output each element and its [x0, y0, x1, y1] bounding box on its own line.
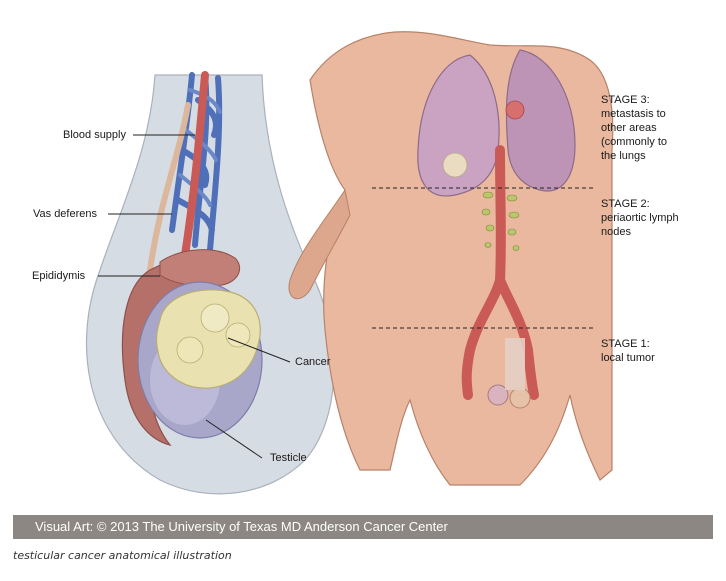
stage2-line-2: nodes — [601, 226, 631, 238]
stage1-line-1: local tumor — [601, 352, 655, 364]
torso-illustration — [288, 31, 614, 486]
image-caption: testicular cancer anatomical illustratio… — [13, 549, 232, 562]
aorta — [461, 145, 539, 400]
stage3-line-2: other areas — [601, 122, 657, 134]
stage2-title: STAGE 2: — [601, 198, 650, 210]
lung-right — [417, 54, 500, 197]
stage3-block: STAGE 3: metastasis to other areas (comm… — [601, 93, 667, 163]
label-cancer: Cancer — [295, 356, 331, 368]
stage3-line-1: metastasis to — [601, 108, 666, 120]
stage3-line-3: (commonly to — [601, 136, 668, 148]
leader-lines-left — [98, 134, 291, 459]
vas-deferens — [147, 102, 191, 273]
tumor-lobe-2 — [225, 322, 251, 348]
tumor-lobe — [200, 303, 230, 333]
leader-testicle — [205, 419, 263, 459]
stage1-title: STAGE 1: — [601, 338, 650, 350]
label-epididymis: Epididymis — [32, 270, 86, 282]
leader-cancer — [227, 337, 291, 363]
testicle-right-view — [487, 384, 509, 406]
left-arm — [288, 188, 351, 300]
credit-bar: Visual Art: © 2013 The University of Tex… — [13, 515, 713, 539]
label-vas-deferens: Vas deferens — [33, 208, 98, 220]
artery — [181, 71, 209, 259]
stage3-line-4: the lungs — [601, 150, 646, 162]
lung-nodule-2 — [505, 100, 525, 120]
epididymis-head — [159, 249, 240, 287]
tumor-lobe-3 — [176, 336, 204, 364]
scrotum-illustration — [85, 71, 335, 495]
anatomical-illustration — [85, 31, 614, 495]
stage1-block: STAGE 1: local tumor — [601, 337, 655, 365]
stage3-title: STAGE 3: — [601, 94, 650, 106]
label-blood-supply: Blood supply — [63, 129, 126, 141]
tumor — [155, 289, 261, 389]
testicle-left-view — [509, 387, 531, 409]
lymph-nodes — [481, 191, 520, 251]
stage2-line-1: periaortic lymph — [601, 212, 679, 224]
credit-text: Visual Art: © 2013 The University of Tex… — [35, 519, 448, 534]
label-testicle: Testicle — [270, 452, 307, 464]
stage2-block: STAGE 2: periaortic lymph nodes — [601, 197, 679, 239]
veins-2 — [178, 88, 222, 207]
censor-pixelation — [505, 338, 525, 390]
lung-nodule — [442, 152, 468, 178]
